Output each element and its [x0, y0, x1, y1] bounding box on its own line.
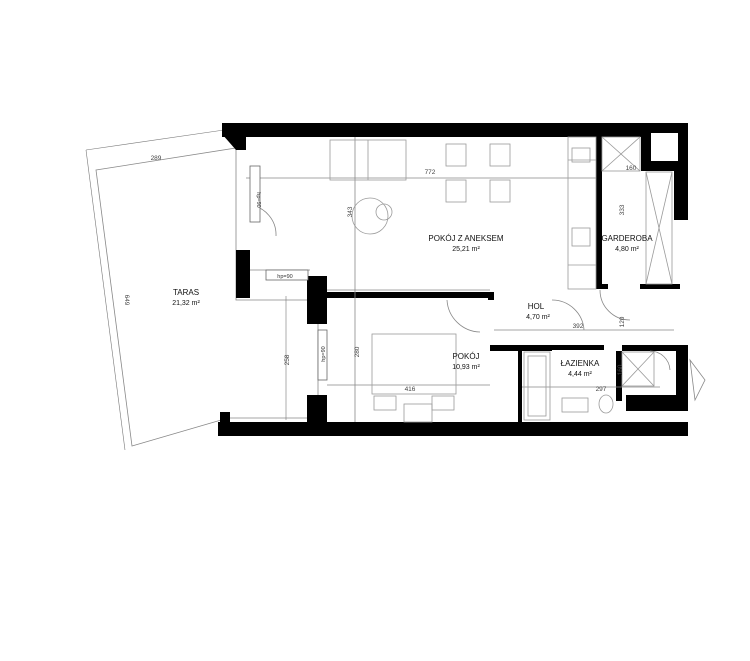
dim-258: 258	[284, 354, 291, 365]
dimension-labels: 289 772 160 343 333 649 392 120 258 280 …	[123, 155, 637, 393]
room-labels: POKÓJ Z ANEKSEM 25,21 m² GARDEROBA 4,80 …	[172, 234, 653, 378]
sill-label-3: hp=90	[321, 346, 327, 361]
sink	[561, 397, 589, 413]
room-area-garderoba: 4,80 m²	[615, 246, 639, 253]
room-name-garderoba: GARDEROBA	[601, 234, 653, 243]
room-name-taras: TARAS	[173, 288, 199, 297]
window-sills: hp=90 hp=90 hp=90	[249, 165, 328, 381]
bathtub	[523, 351, 551, 421]
bed	[371, 333, 457, 395]
furniture	[329, 139, 655, 423]
dim-392: 392	[573, 323, 584, 330]
dim-289: 289	[151, 155, 162, 162]
dim-649: 649	[123, 295, 130, 306]
dim-297: 297	[596, 386, 607, 393]
room-area-hol: 4,70 m²	[526, 314, 550, 321]
dim-160-bath: 160	[617, 364, 624, 375]
dim-160-top: 160	[626, 165, 637, 172]
dim-416: 416	[405, 386, 416, 393]
room-name-hol: HOL	[528, 302, 545, 311]
dim-343: 343	[347, 206, 354, 217]
toilet	[598, 394, 614, 414]
room-area-lazienka: 4,44 m²	[568, 371, 592, 378]
dim-280: 280	[354, 346, 361, 357]
room-area-taras: 21,32 m²	[172, 300, 200, 307]
room-area-pokoj: 10,93 m²	[452, 364, 480, 371]
room-name-pokoj-z-aneksem: POKÓJ Z ANEKSEM	[428, 234, 503, 243]
dim-772: 772	[425, 169, 436, 176]
interior-lines	[246, 136, 674, 422]
round-table	[351, 197, 389, 235]
sill-label-2: hp=90	[277, 274, 292, 280]
walls	[218, 123, 688, 436]
room-area-pokoj-z-aneksem: 25,21 m²	[452, 246, 480, 253]
dim-120: 120	[619, 316, 626, 327]
room-name-pokoj: POKÓJ	[452, 352, 479, 361]
room-name-lazienka: ŁAZIENKA	[561, 359, 600, 368]
sill-label-1: hp=90	[255, 192, 261, 207]
dim-333: 333	[619, 204, 626, 215]
